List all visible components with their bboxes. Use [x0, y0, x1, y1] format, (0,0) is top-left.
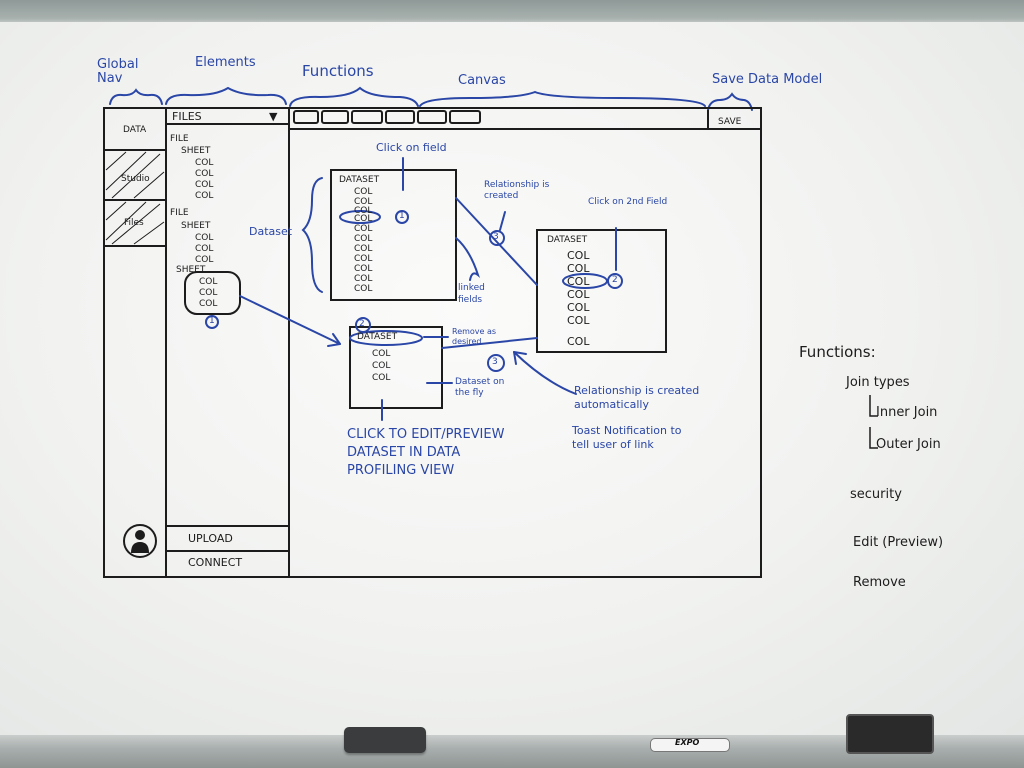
step-marker: 1 [209, 316, 215, 326]
dataset-title: DATASET [547, 235, 588, 245]
label-elements: Elements [195, 55, 256, 70]
nav-item-files[interactable]: Files [124, 218, 144, 228]
tree-item[interactable]: COL [195, 233, 214, 243]
functions-item: Inner Join [876, 405, 938, 420]
label-global-nav: Global Nav [97, 57, 139, 86]
dataset-col[interactable]: COL [567, 288, 590, 301]
dataset-col[interactable]: COL [354, 187, 373, 197]
tree-item[interactable]: COL [199, 277, 218, 287]
tree-item[interactable]: SHEET [181, 146, 211, 156]
dataset-col[interactable]: COL [372, 349, 391, 359]
note-linked-fields: linked fields [458, 283, 485, 305]
functions-item: Join types [846, 375, 910, 390]
tree-item[interactable]: COL [195, 244, 214, 254]
dataset-col[interactable]: COL [567, 301, 590, 314]
dataset-col[interactable]: COL [354, 284, 373, 294]
note-remove-as-desired: Remove as desired [452, 327, 497, 346]
tree-item[interactable]: COL [195, 180, 214, 190]
note-relationship-created: Relationship is created [484, 180, 550, 201]
note-toast: Toast Notification to tell user of link [572, 424, 682, 451]
functions-item: Outer Join [876, 437, 941, 452]
dataset-col[interactable]: COL [567, 314, 590, 327]
tree-item[interactable]: COL [195, 169, 214, 179]
tree-item[interactable]: SHEET [181, 221, 211, 231]
tree-item[interactable]: COL [195, 191, 214, 201]
dataset-col[interactable]: COL [354, 274, 373, 284]
tree-item[interactable]: COL [195, 158, 214, 168]
dataset-col[interactable]: COL [354, 224, 373, 234]
step-marker: 2 [359, 319, 365, 329]
functions-heading: Functions: [799, 343, 876, 361]
nav-item-studio[interactable]: Studio [121, 174, 150, 184]
functions-item: Remove [853, 575, 906, 590]
tree-item[interactable]: COL [195, 255, 214, 265]
label-save-data-model: Save Data Model [712, 72, 823, 87]
note-dataset-on-fly: Dataset on the fly [455, 377, 505, 398]
whiteboard [0, 22, 1024, 737]
note-click-to-edit: CLICK TO EDIT/PREVIEW DATASET IN DATA PR… [347, 427, 505, 478]
note-click-on-2nd-field: Click on 2nd Field [588, 197, 668, 207]
dataset-col[interactable]: COL [567, 335, 590, 348]
dataset-col[interactable]: COL [354, 206, 373, 216]
dataset-col[interactable]: COL [567, 262, 590, 275]
dataset-col[interactable]: COL [354, 197, 373, 207]
tree-item[interactable]: FILE [170, 134, 189, 144]
dataset-col[interactable]: COL [354, 254, 373, 264]
note-relationship-auto: Relationship is created automatically [574, 384, 700, 411]
dataset-brace-label: Dataset [249, 225, 293, 238]
dataset-col[interactable]: COL [372, 361, 391, 371]
marker-icon[interactable]: EXPO [650, 738, 730, 752]
dataset-col[interactable]: COL [354, 234, 373, 244]
tree-item[interactable]: FILE [170, 208, 189, 218]
nav-item-data[interactable]: DATA [123, 125, 147, 135]
connect-button[interactable]: CONNECT [188, 556, 243, 569]
save-button[interactable]: SAVE [718, 117, 742, 127]
dataset-col[interactable]: COL [354, 244, 373, 254]
step-marker: 3 [492, 357, 498, 367]
tree-item[interactable]: COL [199, 299, 218, 309]
chevron-down-icon[interactable]: ▼ [269, 110, 278, 123]
upload-button[interactable]: UPLOAD [188, 532, 233, 545]
dataset-col-selected[interactable]: COL [567, 275, 590, 288]
note-click-on-field: Click on field [376, 141, 447, 154]
label-canvas: Canvas [458, 73, 506, 88]
tree-item[interactable]: SHEET [176, 265, 206, 275]
dataset-title: DATASET [339, 175, 380, 185]
step-marker: 3 [493, 232, 499, 242]
functions-item: Edit (Preview) [853, 535, 944, 550]
eraser-icon[interactable] [344, 727, 426, 753]
step-marker: 1 [399, 211, 405, 221]
dataset-col[interactable]: COL [567, 249, 590, 262]
dataset-title: DATASET [357, 332, 398, 342]
dataset-col-selected[interactable]: COL [354, 214, 373, 224]
step-marker: 2 [612, 275, 618, 285]
dataset-col[interactable]: COL [354, 264, 373, 274]
eraser-icon[interactable] [846, 714, 934, 754]
tree-item[interactable]: COL [199, 288, 218, 298]
label-functions: Functions [302, 62, 374, 80]
functions-item: security [850, 487, 902, 502]
dataset-col[interactable]: COL [372, 373, 391, 383]
files-panel-header[interactable]: FILES [172, 110, 202, 123]
marker-label: EXPO [675, 738, 700, 747]
